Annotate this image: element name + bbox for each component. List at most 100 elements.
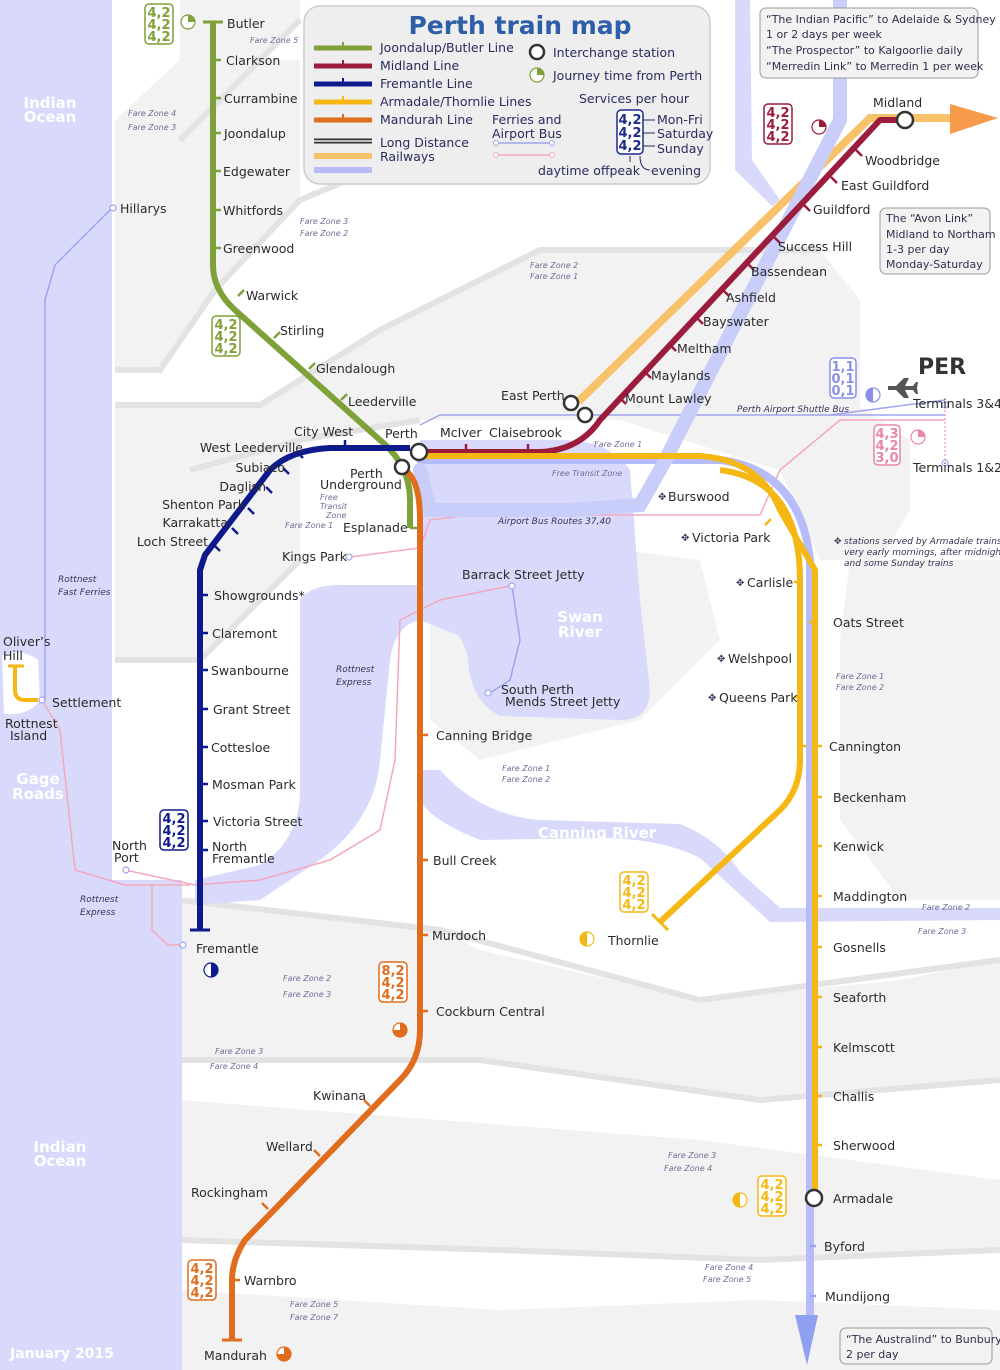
pie-butler — [180, 14, 196, 30]
station-glendalough: Glendalough — [316, 361, 395, 376]
svg-text:Fare Zone 5: Fare Zone 5 — [703, 1275, 751, 1284]
svg-text:stations served by Armadale tr: stations served by Armadale trains — [844, 537, 1000, 547]
svg-text:4,2: 4,2 — [618, 139, 641, 154]
station-maddington: Maddington — [833, 889, 907, 904]
pie-thornlie — [579, 931, 595, 947]
svg-text:4,2: 4,2 — [147, 6, 170, 21]
svg-text:0,1: 0,1 — [831, 384, 854, 399]
station-bayswater: Bayswater — [703, 314, 770, 329]
station-beckenham: Beckenham — [833, 790, 906, 805]
station-cannington: Cannington — [829, 739, 901, 754]
station-armadale: Armadale — [833, 1191, 893, 1206]
svg-text:4,2: 4,2 — [381, 988, 404, 1003]
svg-text:Fare Zone 4: Fare Zone 4 — [664, 1164, 712, 1173]
info-box-avon-link: The “Avon Link” Midland to Northam 1-3 p… — [879, 207, 996, 275]
station-west-leederville: West Leederville — [200, 440, 303, 455]
station-east-guildford: East Guildford — [841, 178, 929, 193]
svg-text:Rottnest: Rottnest — [58, 575, 97, 585]
svg-text:River: River — [558, 623, 603, 641]
station-perth-underground: Perth — [350, 466, 383, 481]
svg-text:Express: Express — [336, 678, 372, 688]
svg-text:Hill: Hill — [3, 648, 23, 663]
svg-text:Midland to Northam: Midland to Northam — [886, 228, 996, 241]
svg-text:Fare Zone 1: Fare Zone 1 — [530, 272, 578, 281]
svg-text:4,2: 4,2 — [622, 886, 645, 901]
svg-text:4,2: 4,2 — [618, 126, 641, 141]
freq-box-butler: 4,2 4,2 4,2 — [144, 3, 174, 45]
freq-box-warnbro: 4,2 4,2 4,2 — [187, 1259, 217, 1301]
stop-hillarys: Hillarys — [120, 201, 167, 216]
station-joondalup: Joondalup — [223, 126, 286, 141]
station-swanbourne: Swanbourne — [211, 663, 289, 678]
svg-text:and some Sunday trains: and some Sunday trains — [844, 559, 954, 569]
armadale-line — [420, 453, 818, 1200]
svg-text:✥: ✥ — [681, 533, 689, 544]
svg-text:4,2: 4,2 — [190, 1286, 213, 1301]
helena-river — [735, 0, 780, 206]
station-fremantle: Fremantle — [196, 941, 259, 956]
station-karrakatta: Karrakatta — [163, 515, 229, 530]
svg-text:Roads: Roads — [12, 785, 64, 803]
svg-text:Fare Zone 1: Fare Zone 1 — [594, 440, 642, 449]
joondalup-line — [210, 22, 413, 528]
svg-text:4,2: 4,2 — [214, 318, 237, 333]
station-greenwood: Greenwood — [223, 241, 294, 256]
station-thornlie: Thornlie — [607, 933, 659, 948]
canning-river — [420, 770, 1000, 922]
station-subiaco: Subiaco — [236, 460, 285, 475]
station-victoria-street: Victoria Street — [213, 814, 302, 829]
station-seaforth: Seaforth — [833, 990, 886, 1005]
station-ashfield: Ashfield — [726, 290, 776, 305]
station-mandurah: Mandurah — [204, 1348, 267, 1363]
fare-zone-labels: Fare Zone 5 Fare Zone 4 Fare Zone 3 Fare… — [128, 36, 970, 1322]
svg-text:Fare Zone 3: Fare Zone 3 — [668, 1151, 716, 1160]
place-rottnest-island: Rottnest — [5, 716, 58, 731]
airplane-icon — [888, 378, 918, 398]
legend-mandurah: Mandurah Line — [380, 112, 473, 127]
legend-journey-time: Journey time from Perth — [552, 68, 702, 83]
svg-text:Fare Zone 2: Fare Zone 2 — [502, 775, 550, 784]
freq-box-cockburn: 8,2 4,2 4,2 — [378, 961, 408, 1003]
swan-river-west — [195, 585, 420, 905]
pie-airport-bus — [910, 429, 926, 445]
svg-text:Island: Island — [10, 728, 47, 743]
svg-text:4,2: 4,2 — [760, 1178, 783, 1193]
svg-text:4,2: 4,2 — [214, 330, 237, 345]
station-loch-street: Loch Street — [137, 534, 208, 549]
station-esplanade: Esplanade — [343, 520, 408, 535]
legend-interchange-icon — [528, 43, 546, 61]
station-daglish: Daglish — [219, 479, 266, 494]
freq-box-fremantle: 4,2 4,2 4,2 — [159, 809, 189, 851]
svg-text:Fare Zone 1: Fare Zone 1 — [285, 521, 333, 530]
svg-text:Fare Zone 2: Fare Zone 2 — [300, 229, 348, 238]
svg-text:✥: ✥ — [834, 537, 842, 547]
station-meltham: Meltham — [677, 341, 732, 356]
legend-evening: evening — [651, 163, 701, 178]
svg-text:Port: Port — [114, 850, 139, 865]
svg-text:very early mornings, after mid: very early mornings, after midnight — [844, 548, 1000, 558]
svg-text:Fare Zone 2: Fare Zone 2 — [922, 903, 970, 912]
legend-daytime-offpeak: daytime offpeak — [538, 163, 641, 178]
stop-byford: Byford — [824, 1239, 865, 1254]
freq-box-thornlie: 4,2 4,2 4,2 — [619, 871, 649, 913]
legend-freq-box — [616, 109, 644, 155]
legend-railways: Railways — [380, 149, 435, 164]
airport-code: PER — [918, 355, 966, 380]
svg-text:Fare Zone 4: Fare Zone 4 — [210, 1062, 258, 1071]
stop-north-port: North — [112, 838, 147, 853]
map-date: January 2015 — [9, 1346, 114, 1362]
station-claisebrook: Claisebrook — [489, 425, 563, 440]
station-canning-bridge: Canning Bridge — [436, 728, 533, 743]
station-labels: Butler Clarkson Currambine Joondalup Edg… — [3, 16, 1000, 1363]
svg-text:4,2: 4,2 — [147, 18, 170, 33]
station-carlisle: Carlisle — [747, 575, 793, 590]
airport-shuttle-label: Perth Airport Shuttle Bus — [737, 405, 849, 415]
armadale-star-note: ✥ stations served by Armadale trains ver… — [834, 537, 1000, 569]
station-bassendean: Bassendean — [751, 264, 827, 279]
station-grant-street: Grant Street — [213, 702, 290, 717]
svg-text:Fare Zone 3: Fare Zone 3 — [128, 123, 176, 132]
station-warnbro: Warnbro — [244, 1273, 297, 1288]
thornlie-line — [657, 467, 803, 925]
svg-text:Fare Zone 2: Fare Zone 2 — [836, 683, 884, 692]
svg-text:Rottnest: Rottnest — [80, 895, 119, 905]
